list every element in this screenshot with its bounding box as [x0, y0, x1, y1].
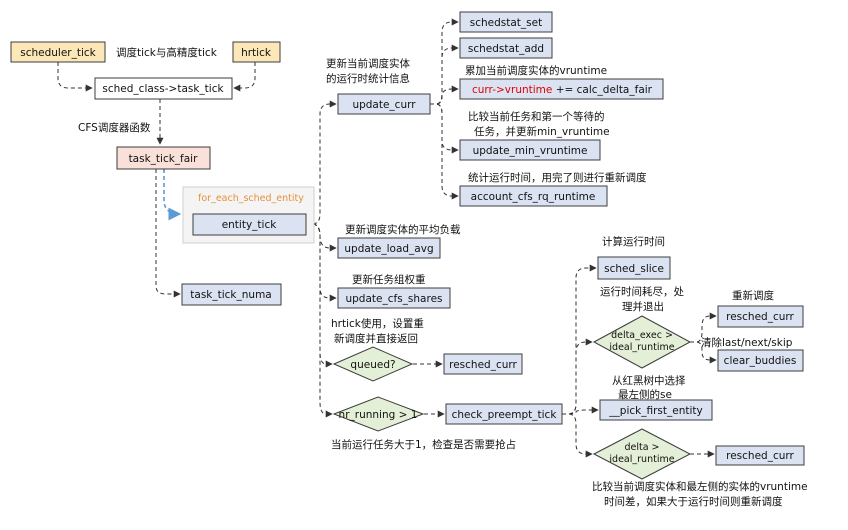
edge-to-curr-vruntime	[430, 85, 459, 105]
edge-to-update-min-vruntime	[430, 103, 459, 154]
edge-to-sched-slice	[562, 264, 597, 415]
connectors	[57, 18, 717, 458]
label-compare-2: 任务，并更新min_vruntime	[474, 125, 610, 138]
label-update-curr-1: 更新当前调度实体	[326, 57, 410, 70]
label-group-weight: 更新任务组权重	[352, 273, 426, 286]
edge-to-pick-first	[562, 406, 599, 415]
box-sched-slice[interactable]: sched_slice	[597, 256, 671, 280]
queued-text: queued?	[350, 359, 395, 371]
label-compare-vr-1: 比较当前调度实体和最左侧的实体的vruntime	[592, 480, 808, 493]
label-calc-runtime: 计算运行时间	[602, 235, 665, 248]
delta-exec-line1: delta_exec >	[611, 330, 673, 341]
resched-curr-3-text: resched_curr	[726, 450, 794, 462]
label-exhausted-2: 理并退出	[622, 300, 664, 313]
update-cfs-shares-text: update_cfs_shares	[345, 293, 442, 305]
label-hrtick-1: hrtick使用，设置重	[331, 317, 424, 330]
update-curr-text: update_curr	[352, 99, 416, 111]
edge-to-nr-running	[306, 223, 333, 418]
box-check-preempt-tick[interactable]: check_preempt_tick	[445, 403, 563, 425]
resched-curr-1-text: resched_curr	[449, 359, 517, 371]
box-hrtick[interactable]: hrtick	[232, 41, 281, 63]
label-nr-running-desc: 当前运行任务大于1，检查是否需要抢占	[331, 438, 516, 451]
task-tick-fair-text: task_tick_fair	[129, 153, 199, 165]
label-accumulate-vruntime: 累加当前调度实体的vruntime	[465, 64, 607, 77]
edge-to-schedstat-add	[430, 44, 459, 105]
diamond-delta[interactable]: delta > ideal_runtime	[592, 428, 692, 480]
update-load-avg-text: update_load_avg	[344, 243, 433, 255]
box-account-cfs-rq-runtime[interactable]: account_cfs_rq_runtime	[459, 185, 608, 207]
box-update-load-avg[interactable]: update_load_avg	[337, 237, 441, 259]
curr-vruntime-highlight: curr->vruntime	[472, 84, 552, 96]
label-pick-1: 从红黑树中选择	[612, 374, 686, 387]
box-curr-vruntime[interactable]: curr->vruntime += calc_delta_fair	[459, 78, 664, 100]
curr-vruntime-text: curr->vruntime += calc_delta_fair	[472, 84, 653, 96]
edge-to-delta	[562, 413, 593, 458]
sched-class-task-tick-text: sched_class->task_tick	[102, 83, 224, 95]
box-update-curr[interactable]: update_curr	[337, 93, 431, 115]
label-compare-vr-2: 时间差，如果大于运行时间则重新调度	[604, 495, 783, 508]
account-cfs-rq-runtime-text: account_cfs_rq_runtime	[471, 191, 596, 203]
clear-buddies-text: clear_buddies	[724, 355, 797, 367]
label-cfs-func: CFS调度器函数	[78, 121, 151, 134]
edge-to-update-curr	[306, 100, 337, 225]
box-pick-first-entity[interactable]: __pick_first_entity	[599, 399, 713, 421]
edge-to-queued	[306, 223, 333, 368]
curr-vruntime-rest: += calc_delta_fair	[552, 84, 652, 96]
label-clear-desc: 清除last/next/skip	[701, 336, 793, 349]
box-sched-class-task-tick[interactable]: sched_class->task_tick	[94, 77, 233, 100]
delta-exec-line2: ideal_runtime	[609, 342, 674, 353]
diamond-delta-exec[interactable]: delta_exec > ideal_runtime	[592, 315, 692, 369]
label-compare-1: 比较当前任务和第一个等待的	[468, 110, 605, 123]
scheduler-tick-text: scheduler_tick	[20, 47, 96, 59]
label-reschedule: 重新调度	[732, 289, 774, 302]
box-resched-curr-3[interactable]: resched_curr	[715, 445, 805, 466]
task-tick-numa-text: task_tick_numa	[190, 289, 271, 301]
schedstat-add-text: schedstat_add	[468, 43, 544, 55]
hrtick-text: hrtick	[241, 47, 272, 59]
edge-to-clear-buddies	[690, 341, 717, 364]
box-schedstat-add[interactable]: schedstat_add	[459, 37, 553, 59]
entity-tick-text: entity_tick	[222, 219, 278, 231]
edge-to-resched-2	[690, 312, 717, 343]
edge-to-task-tick-numa	[155, 169, 181, 298]
label-load-avg: 更新调度实体的平均负载	[345, 223, 461, 236]
label-account-runtime: 统计运行时间，用完了则进行重新调度	[468, 171, 647, 184]
label-tick-to-hrtick: 调度tick与高精度tick	[116, 46, 218, 59]
delta-line1: delta >	[624, 442, 659, 453]
box-schedstat-set[interactable]: schedstat_set	[459, 11, 553, 33]
edge-to-account-cfs	[430, 103, 459, 200]
update-min-vruntime-text: update_min_vruntime	[473, 145, 588, 157]
label-exhausted-1: 运行时间耗尽，处	[600, 285, 684, 298]
resched-curr-2-text: resched_curr	[726, 311, 794, 323]
diamond-queued[interactable]: queued?	[332, 346, 414, 382]
label-update-curr-2: 的运行时统计信息	[326, 72, 410, 85]
box-resched-curr-1[interactable]: resched_curr	[443, 353, 523, 375]
check-preempt-tick-text: check_preempt_tick	[452, 409, 558, 421]
nr-running-text: nr_running > 1	[339, 409, 418, 421]
box-task-tick-fair[interactable]: task_tick_fair	[116, 146, 211, 170]
box-clear-buddies[interactable]: clear_buddies	[717, 349, 804, 372]
edge-scheduler-tick	[57, 62, 93, 92]
schedstat-set-text: schedstat_set	[470, 17, 542, 29]
box-scheduler-tick[interactable]: scheduler_tick	[10, 41, 106, 63]
box-entity-tick[interactable]: entity_tick	[192, 213, 307, 236]
pick-first-entity-text: __pick_first_entity	[608, 405, 702, 417]
label-hrtick-2: 新调度并直接返回	[334, 332, 418, 345]
edge-to-delta-exec	[562, 338, 593, 415]
diamond-nr-running[interactable]: nr_running > 1	[332, 396, 425, 432]
annotations: 调度tick与高精度tick CFS调度器函数 更新当前调度实体 的运行时统计信…	[78, 46, 808, 508]
label-pick-2: 最左侧的se	[618, 388, 672, 401]
box-update-cfs-shares[interactable]: update_cfs_shares	[337, 287, 451, 309]
box-resched-curr-2[interactable]: resched_curr	[717, 305, 804, 328]
sched-slice-text: sched_slice	[604, 263, 664, 275]
for-each-label: for_each_sched_entity	[198, 193, 304, 204]
edge-to-for-each-group	[163, 169, 182, 221]
box-task-tick-numa[interactable]: task_tick_numa	[181, 283, 282, 306]
delta-line2: ideal_runtime	[609, 454, 674, 465]
edge-hrtick	[233, 62, 256, 92]
box-update-min-vruntime[interactable]: update_min_vruntime	[459, 139, 601, 161]
